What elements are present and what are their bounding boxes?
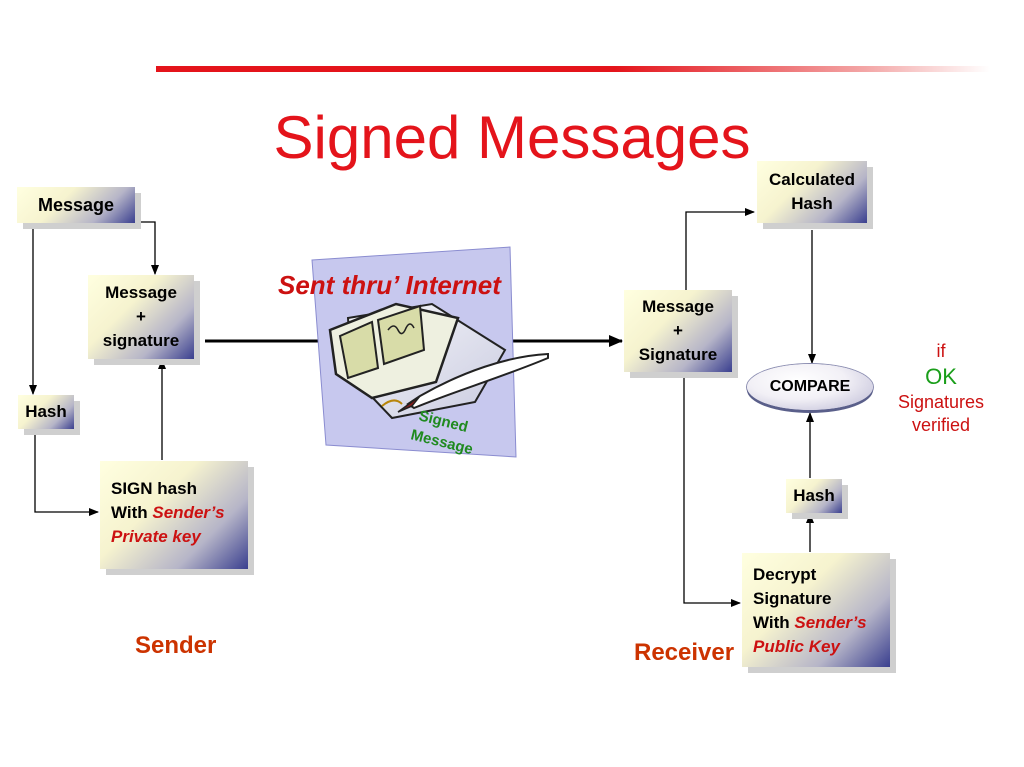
- sent-thru-internet-label: Sent thru’ Internet: [278, 270, 501, 300]
- sign-line2-prefix: With: [111, 503, 153, 522]
- sign-hash-box: SIGN hash With Sender’s Private key: [100, 461, 248, 569]
- decrypt-line1: Decrypt: [753, 565, 817, 584]
- message-box: Message: [17, 187, 135, 223]
- sender-hash-label: Hash: [25, 402, 67, 421]
- sender-label: Sender: [135, 632, 217, 659]
- calculated-hash-box: Calculated Hash: [757, 161, 867, 223]
- handwriting-scribble: [387, 323, 415, 335]
- recv-msgsig-line1: Message: [642, 297, 714, 316]
- msgsig-line2: +: [136, 307, 146, 326]
- verdict-if: if: [936, 341, 946, 361]
- verdict-signatures: Signatures: [897, 392, 985, 412]
- msgsig-line1: Message: [105, 283, 177, 302]
- title-underline: [156, 66, 990, 72]
- letter-panel-left: [338, 320, 380, 380]
- decrypt-signature-box: Decrypt Signature With Sender’s Public K…: [742, 553, 890, 667]
- recv-msgsig-line2: +: [673, 321, 683, 340]
- connector-msgsig-to-calculated: [685, 208, 755, 290]
- connector-msgsig-to-decrypt: [683, 372, 741, 607]
- verdict-verified: verified: [911, 415, 971, 435]
- letter-panel-right: [376, 304, 426, 366]
- sign-line2: With Sender’s: [111, 501, 238, 525]
- page-title: Signed Messages: [273, 104, 751, 171]
- message-signature-box: Message + signature: [88, 275, 194, 359]
- sign-line3: Private key: [111, 527, 201, 546]
- quill-nib: [397, 395, 421, 413]
- decrypt-line3-prefix: With: [753, 613, 795, 632]
- signature-swirl: [381, 399, 403, 407]
- recv-msgsig-line3: Signature: [638, 345, 718, 364]
- sign-line2-highlight: Sender’s: [152, 503, 225, 522]
- decrypt-line3: With Sender’s: [753, 611, 880, 635]
- connector-message-to-msgsig: [138, 221, 159, 275]
- receiver-label: Receiver: [634, 639, 735, 666]
- receiver-hash-label: Hash: [793, 486, 835, 505]
- verdict-text: if OK Signatures verified: [886, 340, 996, 437]
- calculated-line1: Calculated: [769, 170, 855, 189]
- signed-message-clipart: Signed Message: [311, 246, 549, 458]
- sender-hash-box: Hash: [18, 395, 74, 429]
- receiver-message-signature-box: Message + Signature: [624, 290, 732, 372]
- msgsig-line3: signature: [102, 331, 180, 350]
- decrypt-line3-highlight: Sender’s: [794, 613, 867, 632]
- sign-line1: SIGN hash: [111, 479, 197, 498]
- connector-hash-to-sign: [34, 430, 99, 516]
- receiver-hash-box: Hash: [786, 479, 842, 513]
- decrypt-line2: Signature: [753, 589, 832, 608]
- compare-ellipse: COMPARE: [747, 364, 873, 410]
- calculated-line2: Hash: [791, 194, 833, 213]
- verdict-ok: OK: [925, 364, 957, 389]
- decrypt-line4: Public Key: [753, 637, 840, 656]
- message-box-label: Message: [37, 195, 115, 215]
